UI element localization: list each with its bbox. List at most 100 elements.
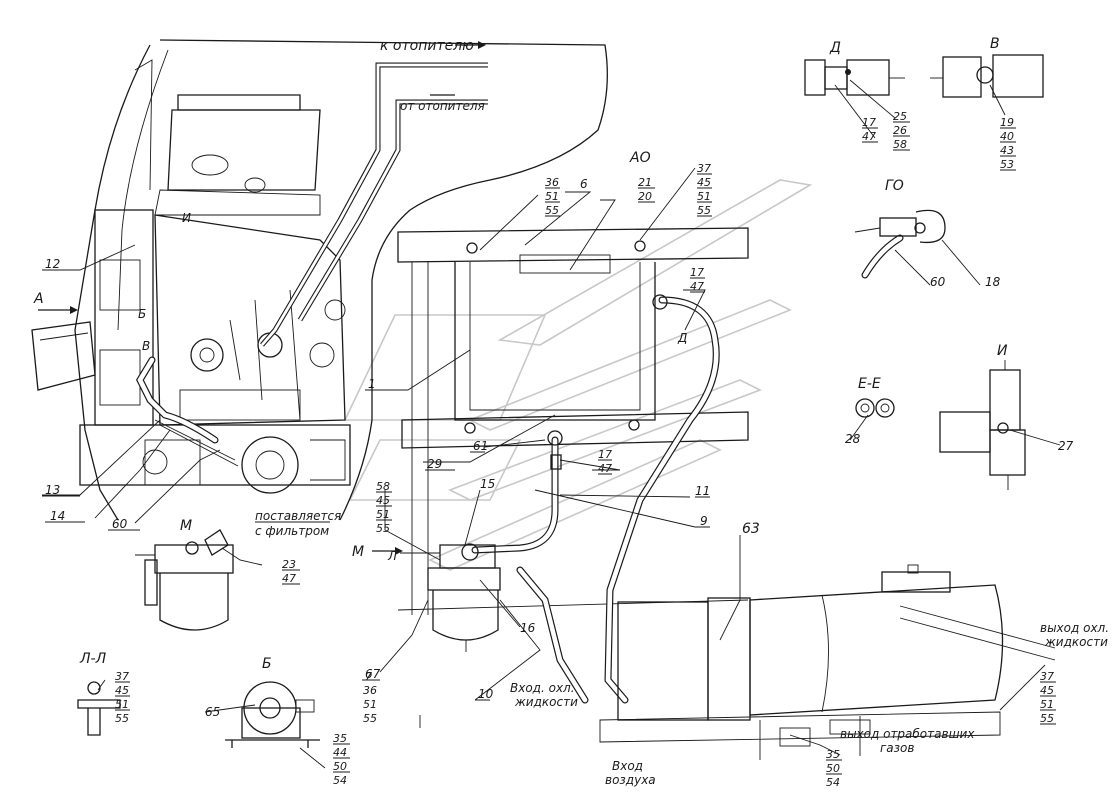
note-coolant-out-1: выход охл.: [1040, 621, 1109, 635]
stack-37-ll: 37 45 51 55: [115, 670, 129, 725]
stack-37-top-item: 45: [697, 176, 711, 189]
callout-12: 12: [45, 257, 60, 271]
stack-17-d: 17 47: [862, 116, 876, 143]
stack-35-b-item: 54: [333, 774, 347, 787]
view-title-go: ГО: [885, 178, 904, 194]
view-mark-l: Л: [387, 549, 397, 563]
stack-37-ll-item: 51: [115, 698, 129, 711]
detail-view-go: [854, 209, 946, 279]
stack-7: 7 36 51 55: [363, 670, 377, 725]
stack-37-top: 37 45 51 55: [697, 162, 711, 217]
stack-21-item: 20: [638, 190, 652, 203]
stack-58: 58 45 51 55: [376, 480, 390, 535]
stack-23-item: 47: [282, 572, 296, 585]
callout-29: 29: [427, 457, 442, 471]
callout-18: 18: [985, 275, 1001, 289]
callout-13: 13: [45, 483, 60, 497]
stack-37-top-item: 51: [697, 190, 711, 203]
note-exhaust-out-1: выход отработавших: [840, 727, 975, 741]
note-coolant-in-2: жидкости: [514, 695, 578, 709]
stack-58-item: 55: [376, 522, 390, 535]
stack-36-item: 51: [545, 190, 559, 203]
stack-7-item: 51: [363, 698, 377, 711]
view-arrows: [38, 41, 486, 555]
section-ee: [855, 398, 895, 418]
callout-14: 14: [50, 509, 65, 523]
stack-17-top-item: 47: [690, 280, 704, 293]
detail-view-d: [804, 59, 905, 96]
note-air-in-1: Вход: [612, 759, 643, 773]
stack-35-b: 35 44 50 54: [333, 732, 347, 787]
stack-23: 23 47: [282, 558, 296, 585]
stack-19-v-item: 19: [1000, 116, 1014, 129]
note-coolant-out-2: жидкости: [1044, 635, 1108, 649]
callout-61: 61: [473, 439, 488, 453]
callout-65: 65: [205, 705, 220, 719]
view-title-ao: АО: [629, 150, 651, 166]
section-ll: [77, 681, 121, 736]
note-supplied-with-filter-1: поставляется: [255, 509, 341, 523]
callout-10: 10: [478, 687, 494, 701]
view-title-ll: Л-Л: [79, 651, 107, 667]
stack-25-d-item: 26: [893, 124, 907, 137]
callout-numbers: 1 6 9 10 11 12 13 14 15 16 18 27 28 29 6…: [45, 177, 1074, 719]
fuel-filter: [400, 543, 501, 652]
stack-35-bottom-item: 50: [826, 762, 840, 775]
stack-36-item: 36: [545, 176, 559, 189]
callout-27: 27: [1058, 439, 1074, 453]
stack-35-b-item: 44: [333, 746, 347, 759]
stack-58-item: 58: [376, 480, 390, 493]
detail-view-i: [939, 360, 1026, 490]
stack-37-ll-item: 37: [115, 670, 129, 683]
stack-19-v: 19 40 43 53: [1000, 116, 1014, 171]
stack-36-item: 55: [545, 204, 559, 217]
note-exhaust-out-2: газов: [880, 741, 914, 755]
stack-21: 21 20: [638, 176, 652, 203]
callout-28: 28: [845, 432, 861, 446]
stack-37-right-item: 45: [1040, 684, 1054, 697]
stack-37-right-item: 51: [1040, 698, 1054, 711]
stack-25-d-item: 58: [893, 138, 907, 151]
callout-15: 15: [480, 477, 495, 491]
stack-37-right: 37 45 51 55: [1040, 670, 1054, 725]
stack-17-mid-item: 47: [598, 462, 612, 475]
detail-view-b: [225, 681, 320, 748]
stack-19-v-item: 40: [1000, 130, 1014, 143]
watermark-logo: [343, 179, 813, 571]
callout-67: 67: [365, 667, 381, 681]
drawing-notes: к отопителю от отопителя поставляется с …: [255, 38, 1109, 787]
stack-35-b-item: 50: [333, 760, 347, 773]
stack-35-bottom-item: 35: [826, 748, 840, 761]
view-arrow-m-label: М: [352, 544, 364, 560]
callout-underlines: [42, 121, 1056, 775]
callout-stacks: 36 51 55 21 20 37 45 51 55 17 47 17 47 5…: [115, 110, 1054, 789]
callout-6: 6: [580, 177, 588, 191]
stack-35-bottom-item: 54: [826, 776, 840, 789]
stack-19-v-item: 43: [1000, 144, 1014, 157]
stack-58-item: 51: [376, 508, 390, 521]
view-titles: Д В АО ГО Е-Е И М Л-Л Б А М: [33, 36, 1008, 672]
view-marks: И Б В Д Л: [138, 211, 687, 563]
view-mark-d: Д: [677, 331, 687, 345]
note-from-heater: от отопителя: [400, 99, 485, 113]
callout-1: 1: [368, 377, 376, 391]
stack-25-d-item: 25: [893, 110, 907, 123]
stack-37-top-item: 37: [697, 162, 711, 175]
heater-pipes: [136, 62, 488, 467]
stack-19-v-item: 53: [1000, 158, 1014, 171]
stack-35-b-item: 35: [333, 732, 347, 745]
detail-view-m: [135, 529, 234, 631]
stack-17-mid-item: 17: [598, 448, 612, 461]
callout-60-go: 60: [930, 275, 946, 289]
stack-21-item: 21: [638, 176, 652, 189]
tractor-cab-outline: [74, 39, 608, 521]
callout-16: 16: [520, 621, 536, 635]
view-mark-b: Б: [138, 307, 146, 321]
callout-9: 9: [700, 514, 708, 528]
callout-60-engine: 60: [112, 517, 128, 531]
stack-37-top-item: 55: [697, 204, 711, 217]
callout-11: 11: [695, 484, 710, 498]
view-title-m: М: [180, 518, 192, 534]
stack-23-item: 23: [282, 558, 296, 571]
